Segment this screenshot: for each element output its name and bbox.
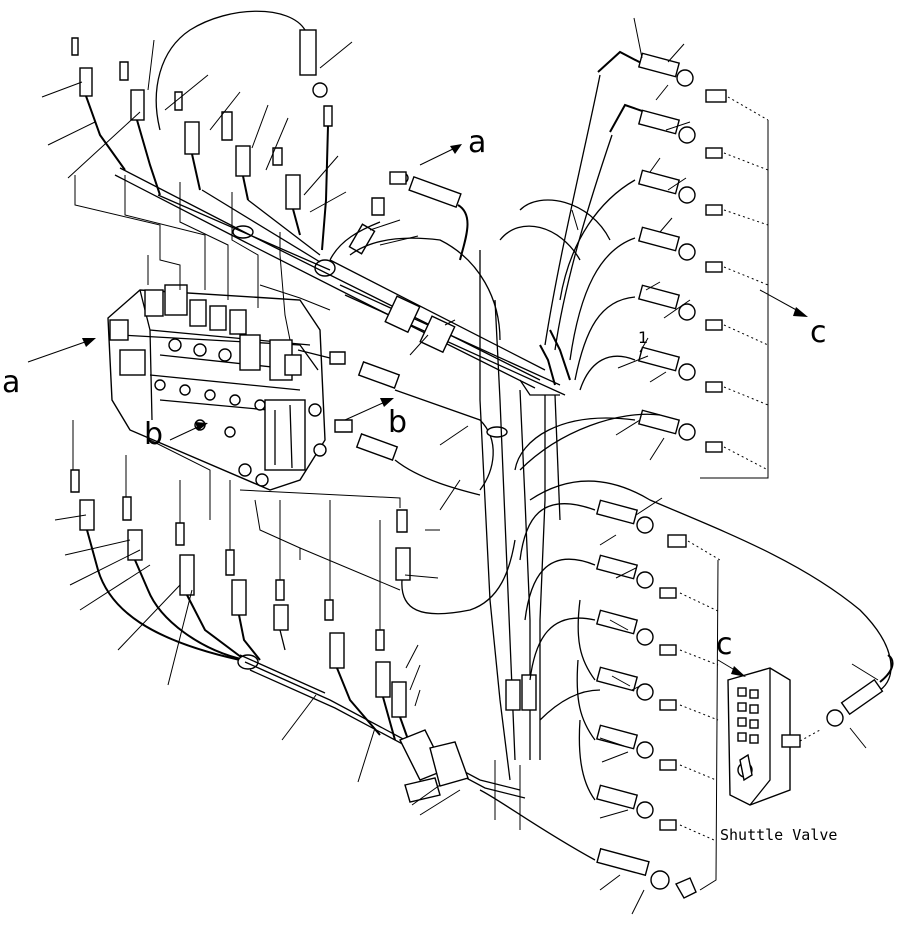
label-a-left: a bbox=[2, 365, 20, 400]
part-number-label: 1 bbox=[638, 328, 648, 347]
control-valve-block bbox=[107, 284, 327, 491]
middle-pipe-group bbox=[297, 171, 571, 830]
lower-left-hose-group bbox=[54, 420, 526, 816]
label-b-right: b bbox=[388, 405, 407, 440]
shuttle-valve-label: Shuttle Valve bbox=[720, 826, 837, 844]
valve-connection-lines bbox=[74, 175, 331, 341]
right-lower-hose-group bbox=[479, 413, 892, 915]
label-b-left: b bbox=[144, 417, 163, 452]
label-a-right: a bbox=[468, 125, 486, 160]
reference-arrows bbox=[27, 144, 808, 677]
shuttle-valve bbox=[727, 654, 894, 806]
label-c-right: c bbox=[810, 315, 827, 350]
right-upper-hose-group bbox=[499, 17, 769, 479]
label-c-valve: c bbox=[716, 627, 733, 662]
